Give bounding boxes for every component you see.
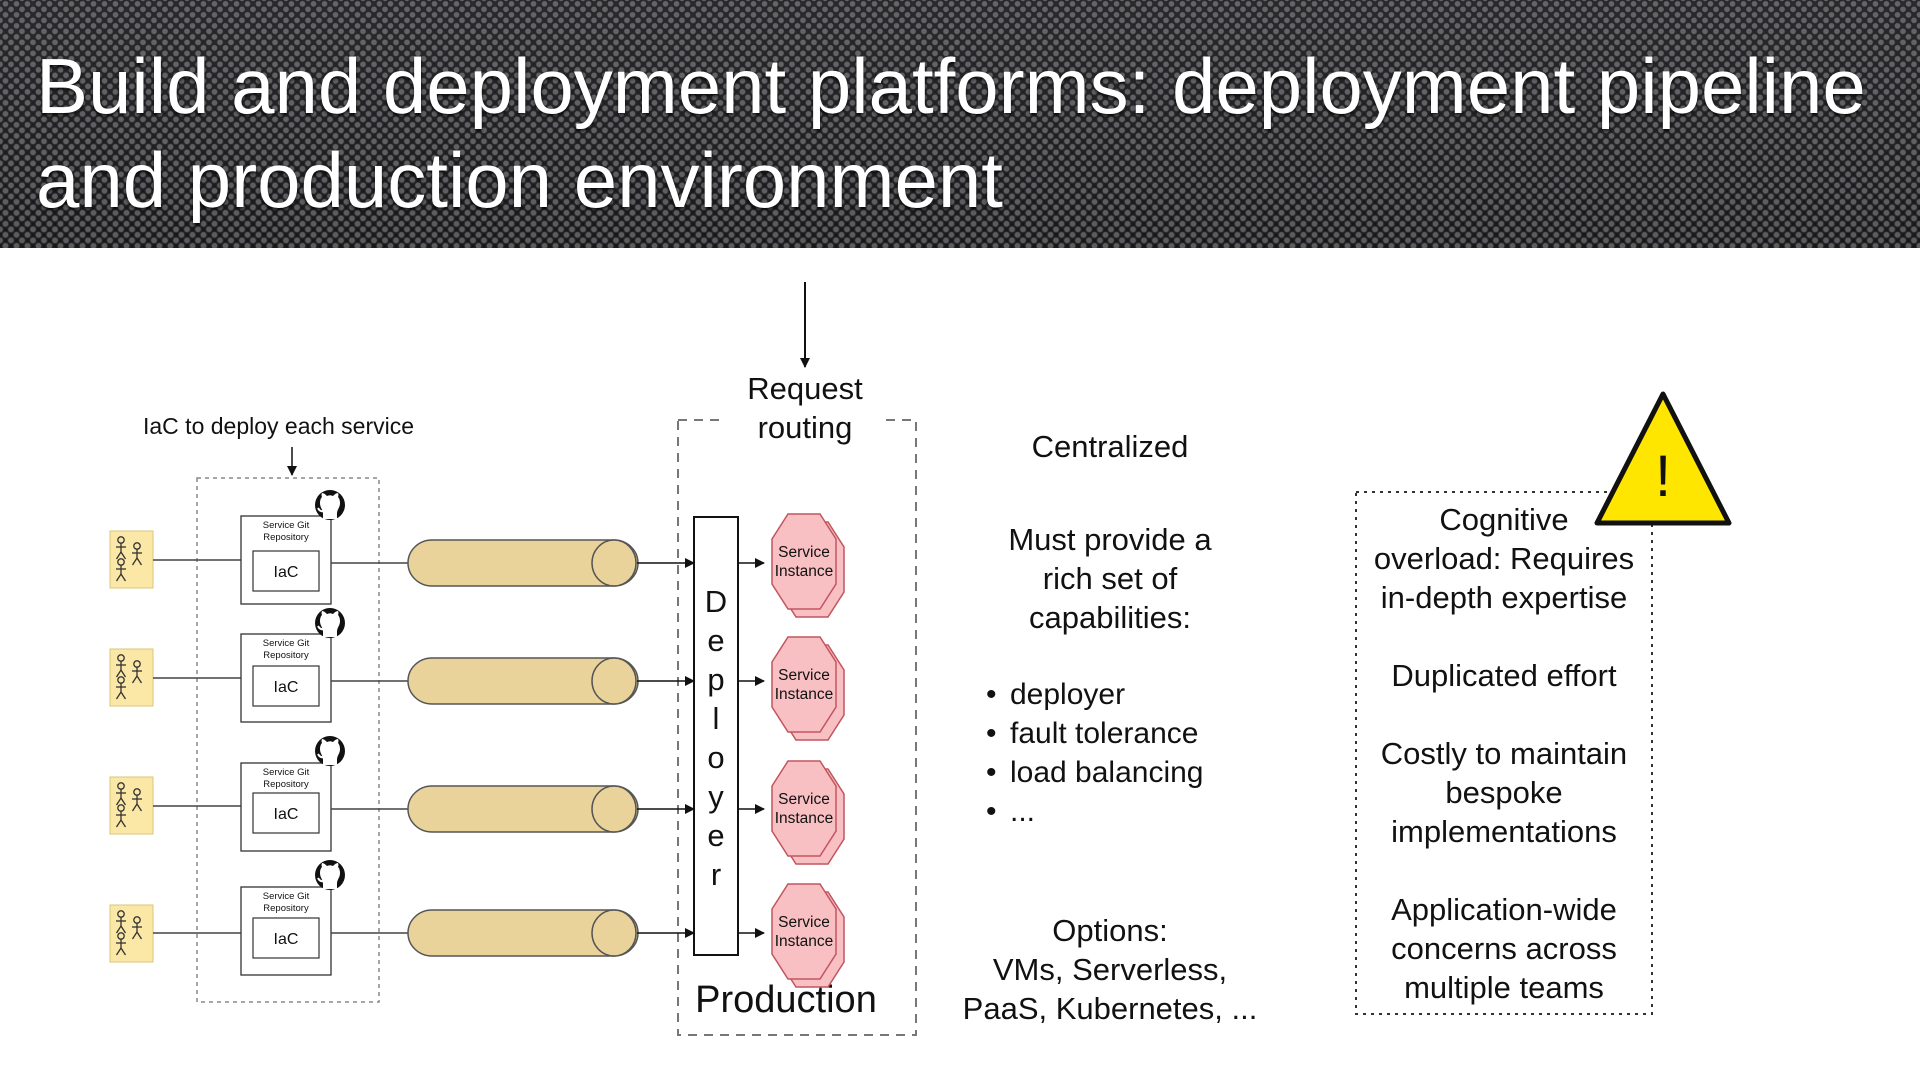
service-label-line2: Instance <box>775 933 834 950</box>
warning-duplicated: Duplicated effort <box>1391 658 1617 693</box>
warning-cognitive-line2: overload: Requires <box>1373 541 1635 576</box>
deployer-letter-e1: e <box>707 623 724 658</box>
github-icon <box>314 735 346 767</box>
service-instance: Service Instance <box>771 760 845 865</box>
options-line2: VMs, Serverless, <box>992 952 1228 987</box>
warning-costly-line3: implementations <box>1391 814 1617 849</box>
iac-label: IaC <box>274 806 299 823</box>
service-row-3: Service Git Repository IaC Service Insta… <box>109 735 845 865</box>
github-icon <box>314 607 346 639</box>
deployer-letter-p: p <box>707 662 724 697</box>
warning-costly-line1: Costly to maintain <box>1380 736 1628 771</box>
service-label-line1: Service <box>778 667 830 684</box>
deployer-bar <box>693 516 739 956</box>
production-label: Production <box>695 979 877 1021</box>
warning-cognitive-line3: in-depth expertise <box>1380 580 1628 615</box>
repo-label-line1: Service Git <box>263 891 310 902</box>
service-instance: Service Instance <box>771 636 845 741</box>
service-row-1: Service Git Repository IaC Service Insta… <box>109 489 845 618</box>
repo-label-line1: Service Git <box>263 520 310 531</box>
iac-label: IaC <box>274 679 299 696</box>
title-bar: Build and deployment platforms: deployme… <box>0 0 1920 248</box>
service-git-repository: Service Git Repository IaC <box>240 762 332 852</box>
service-label-line1: Service <box>778 544 830 561</box>
pipeline-cylinder <box>407 909 639 957</box>
repo-label-line1: Service Git <box>263 767 310 778</box>
capabilities-intro-line3: capabilities: <box>1029 600 1191 635</box>
warning-appwide-line1: Application-wide <box>1391 892 1617 927</box>
service-label-line1: Service <box>778 914 830 931</box>
slide-title-line1: Build and deployment platforms: deployme… <box>36 42 1866 130</box>
warning-appwide-line2: concerns across <box>1391 931 1617 966</box>
request-routing-label-line2: routing <box>758 410 853 445</box>
service-row-2: Service Git Repository IaC Service Insta… <box>109 607 845 741</box>
repo-label-line2: Repository <box>263 903 309 914</box>
deployer-letter-y: y <box>708 779 724 814</box>
deployer-letter-d: D <box>705 584 727 619</box>
warning-costly-line2: bespoke <box>1445 775 1563 810</box>
capability-more: ... <box>984 792 1264 831</box>
request-routing-label-line1: Request <box>747 371 863 406</box>
capabilities-intro-line1: Must provide a <box>1008 522 1212 557</box>
deployer-letter-r: r <box>711 857 721 892</box>
service-git-repository: Service Git Repository IaC <box>240 515 332 605</box>
capability-fault-tolerance: fault tolerance <box>984 714 1264 753</box>
deployer-letter-e2: e <box>707 818 724 853</box>
slide-title-line2: and production environment <box>36 136 1003 224</box>
service-row-4: Service Git Repository IaC Service Insta… <box>109 859 845 988</box>
warning-triangle-icon: ! <box>1594 391 1732 526</box>
repo-label-line2: Repository <box>263 779 309 790</box>
deployer-letter-o: o <box>707 740 724 775</box>
options-line3: PaaS, Kubernetes, ... <box>962 991 1258 1026</box>
repo-label-line1: Service Git <box>263 638 310 649</box>
request-routing-label-bg <box>725 398 885 452</box>
repo-label-line2: Repository <box>263 532 309 543</box>
service-git-repository: Service Git Repository IaC <box>240 633 332 723</box>
team-icon <box>109 648 154 707</box>
options-heading: Options: <box>1052 913 1168 948</box>
deployer-letter-l: l <box>713 701 720 736</box>
warning-appwide-line3: multiple teams <box>1404 970 1604 1005</box>
service-instance: Service Instance <box>771 883 845 988</box>
capabilities-list: deployer fault tolerance load balancing … <box>984 675 1264 831</box>
service-label-line1: Service <box>778 791 830 808</box>
centralized-heading: Centralized <box>1031 429 1189 464</box>
capability-load-balancing: load balancing <box>984 753 1264 792</box>
team-icon <box>109 776 154 835</box>
pipeline-cylinder <box>407 785 639 833</box>
warning-exclamation: ! <box>1655 444 1671 509</box>
service-instance: Service Instance <box>771 513 845 618</box>
iac-label: IaC <box>274 931 299 948</box>
service-label-line2: Instance <box>775 810 834 827</box>
pipeline-cylinder <box>407 539 639 587</box>
capability-deployer: deployer <box>984 675 1264 714</box>
iac-caption: IaC to deploy each service <box>143 413 414 439</box>
github-icon <box>314 859 346 891</box>
iac-label: IaC <box>274 564 299 581</box>
iac-group-border <box>196 477 380 1003</box>
service-git-repository: Service Git Repository IaC <box>240 886 332 976</box>
service-label-line2: Instance <box>775 563 834 580</box>
service-label-line2: Instance <box>775 686 834 703</box>
repo-label-line2: Repository <box>263 650 309 661</box>
deployer-letters: D e p l o y e r <box>705 584 727 892</box>
team-icon <box>109 904 154 963</box>
github-icon <box>314 489 346 521</box>
pipeline-cylinder <box>407 657 639 705</box>
warning-cognitive-line1: Cognitive <box>1439 502 1569 537</box>
capabilities-intro-line2: rich set of <box>1042 561 1178 596</box>
team-icon <box>109 530 154 589</box>
